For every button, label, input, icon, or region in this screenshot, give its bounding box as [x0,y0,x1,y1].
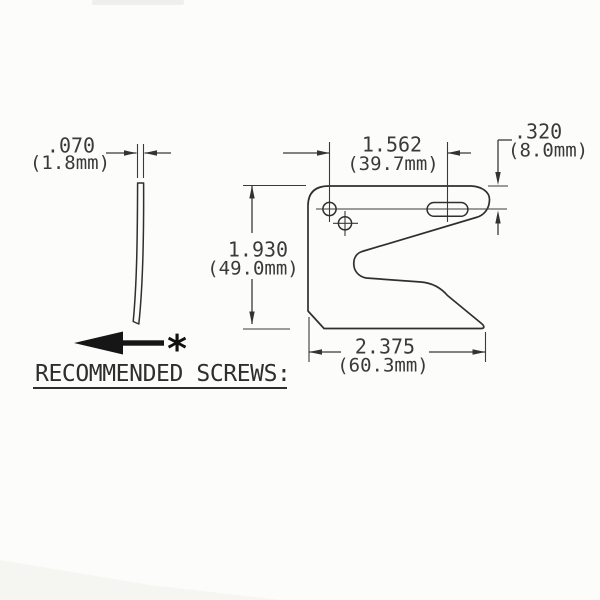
dim-arrow-icon [317,150,330,156]
left-arrow-shaft [120,340,164,346]
asterisk-marker: * [167,327,187,371]
side-profile-outline [132,182,145,325]
bracket-outline [307,185,491,330]
scan-shade [0,560,280,600]
dim-thickness-mm: (1.8mm) [30,152,110,174]
side-view: .070 (1.8mm) [30,134,171,325]
dim-arrow-icon [309,349,322,355]
mounting-slot [426,201,469,218]
screw-hole-1 [322,201,337,217]
dim-arrow-icon [124,150,137,156]
dim-holespacing-inches: 1.562 [362,133,422,157]
dim-thickness-inches: .070 [47,134,95,158]
dim-height-inches: 1.930 [228,238,288,262]
screw-hole-2 [337,215,353,231]
scan-smudge [92,0,184,5]
dim-slotoffset-mm: (8.0mm) [508,140,588,162]
heading-group: RECOMMENDED SCREWS: [33,361,291,389]
dim-arrow-icon [249,311,255,325]
dim-arrow-icon [144,150,157,156]
dim-width-mm: (60.3mm) [337,355,429,377]
dim-height-mm: (49.0mm) [207,258,299,280]
dim-slotoffset-inches: .320 [514,120,562,144]
front-view: 1.562 (39.7mm) .320 (8.0mm) 1.930 (49.0m… [207,120,588,377]
dim-arrow-icon [495,210,501,224]
recommended-screws-heading: RECOMMENDED SCREWS: [35,361,291,387]
left-arrow-icon [74,331,123,355]
dim-arrow-icon [472,349,486,355]
dim-width-inches: 2.375 [355,335,415,359]
dim-arrow-icon [447,150,460,156]
dim-arrow-icon [249,185,255,199]
dim-holespacing-mm: (39.7mm) [347,153,439,175]
footnote: * [74,327,187,371]
dim-arrow-icon [495,172,501,185]
